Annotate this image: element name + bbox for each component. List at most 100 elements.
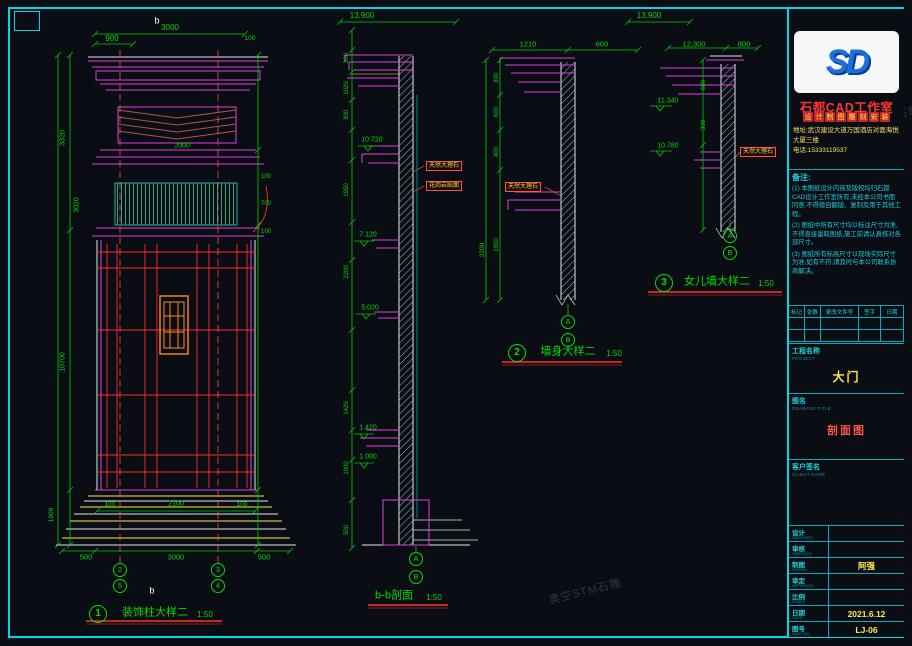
studio-phone: 电话:15333119537 [793,146,902,156]
dim-text: 1210 [520,40,537,48]
notes-section: 备注: (1) 本图纸设计内容及版权均归石都CAD设计工作室所有,未经本公司书面… [789,169,904,305]
rev-header: 日期 [881,306,904,318]
dim-text: 1900 [494,238,500,251]
elevation-label: 10.720 [361,137,382,144]
dim-text: 300 [494,73,500,83]
rev-cell [881,330,904,342]
tagline-char: 计 [814,112,824,122]
row-label-en: APPROVED [792,583,814,588]
dim-text: 13,900 [637,12,661,20]
rev-cell [805,318,821,330]
rev-header: 签字 [859,306,881,318]
drawing3-scale: 1:50 [758,280,774,288]
rev-cell [789,330,805,342]
row-value [829,574,904,589]
row-value [829,542,904,557]
studio-logo-box: SD [794,31,899,93]
client-section: 客户签名 CLIENT NAME [789,459,904,525]
rev-cell [881,318,904,330]
row-label-en: CHECKED [792,551,812,556]
project-label: 工程名称 [792,346,820,356]
note-item-2: (2) 图纸中所有尺寸均以标注尺寸为准,不得直接量取图纸,施工前请认真核对各部尺… [792,222,901,248]
rev-cell [859,330,881,342]
detail-number-1: 1 [89,605,107,623]
dim-text: 1000 [344,461,350,474]
dim-text: 500 [258,553,271,561]
dim-text: 100 [261,174,271,180]
drawing-title-section: 图名 DRAWING TITLE 剖面图 [789,393,904,459]
dim-text: 12,300 [683,40,706,48]
title-row-scale: 比例SCALE [789,589,904,605]
drawing1-scale: 1:50 [197,611,213,619]
dim-text: 900 [105,35,118,43]
dim-text: 600 [596,40,609,48]
dim-text: 300 [701,120,707,130]
drawing-label: 图名 [792,396,806,406]
drawing-label-en: DRAWING TITLE [792,406,831,411]
dim-text: 800 [738,40,751,48]
dim-text: 500 [80,553,93,561]
elevation-label: 5.020 [361,305,379,312]
project-name: 大门 [789,368,904,385]
dim-text: 1950 [344,183,350,196]
title-block: SD 石都CAD工作室 设 计 制 图 雕 刻 安 装 地址:武汉建设大道万国酒… [787,9,904,637]
studio-logo: SD [826,43,867,82]
drawing2-scale: 1:50 [606,350,622,358]
drawing2-title: 墙身大样二 [541,347,596,358]
drawing3-title: 女儿墙大样二 [684,277,750,288]
dim-text: 1900 [49,508,56,522]
section-bb-title: b-b剖面 [375,591,413,602]
tagline-char: 设 [803,112,813,122]
row-value-number: LJ-06 [829,622,904,637]
watermark: 奥空STM石雕 [547,574,623,607]
material-callout: 天然大理石 [426,161,462,171]
note-item-3: (3) 图纸所有标高尺寸以现场实际尺寸为准,如有不符,请及时与本公司联系协商解决… [792,251,901,277]
dim-text: 100 [237,502,248,509]
title-rows: 设计DESIGNED 审核CHECKED 制图DRAWN 阿强 审定APPROV… [789,525,904,637]
dim-text: 1020 [344,81,350,94]
tagline-char: 图 [836,112,846,122]
dim-text: 600 [494,107,500,117]
axis-bubble: A [409,552,423,566]
dim-text: 700 [261,201,271,207]
axis-bubble: B [723,246,737,260]
dim-text: 3000 [161,24,179,32]
note-item-1: (1) 本图纸设计内容及版权均归石都CAD设计工作室所有,未经本公司书面同意,不… [792,185,901,219]
dim-text: 400 [494,147,500,157]
tagline-char: 刻 [858,112,868,122]
rev-header: 更改文件号 [821,306,859,318]
dim-text: 1420 [344,401,350,414]
project-section: 工程名称 PROJECT 大门 [789,343,904,393]
elevation-label: 10.780 [657,143,678,150]
row-value: 阿强 [829,558,904,573]
address-line-1: 地址:武汉建设大道万国酒店对面海悦 [793,126,902,136]
row-label-en: DESIGNED [792,535,813,540]
dim-text: 2200 [480,243,487,257]
project-label-en: PROJECT [792,356,815,361]
dim-text: 100 [261,229,271,235]
title-row-date: 日期DATE 2021.6.12 [789,605,904,621]
elevation-label: 1.000 [359,454,377,461]
dim-text: 2200 [344,265,350,278]
dim-text: 300 [344,53,350,63]
axis-bubble: 2 [113,563,127,577]
dim-text: 3320 [60,130,67,146]
tagline-char: 装 [880,112,890,122]
title-row-approved: 审定APPROVED [789,573,904,589]
tagline-char: 安 [869,112,879,122]
client-label: 客户签名 [792,462,820,472]
material-callout: 天然大理石 [740,147,776,157]
title-row-check: 审核CHECKED [789,541,904,557]
rev-cell [821,318,859,330]
detail-number-3: 3 [655,274,673,292]
title-row-drawn: 制图DRAWN 阿强 [789,557,904,573]
dim-text: 600 [701,80,707,90]
row-label-en: DWG NO. [792,631,810,636]
elevation-label: 1.420 [359,425,377,432]
title-row-design: 设计DESIGNED [789,525,904,541]
axis-bubble: 4 [211,579,225,593]
studio-tagline: 设 计 制 图 雕 刻 安 装 [789,112,904,122]
dim-text: 300 [344,110,350,120]
